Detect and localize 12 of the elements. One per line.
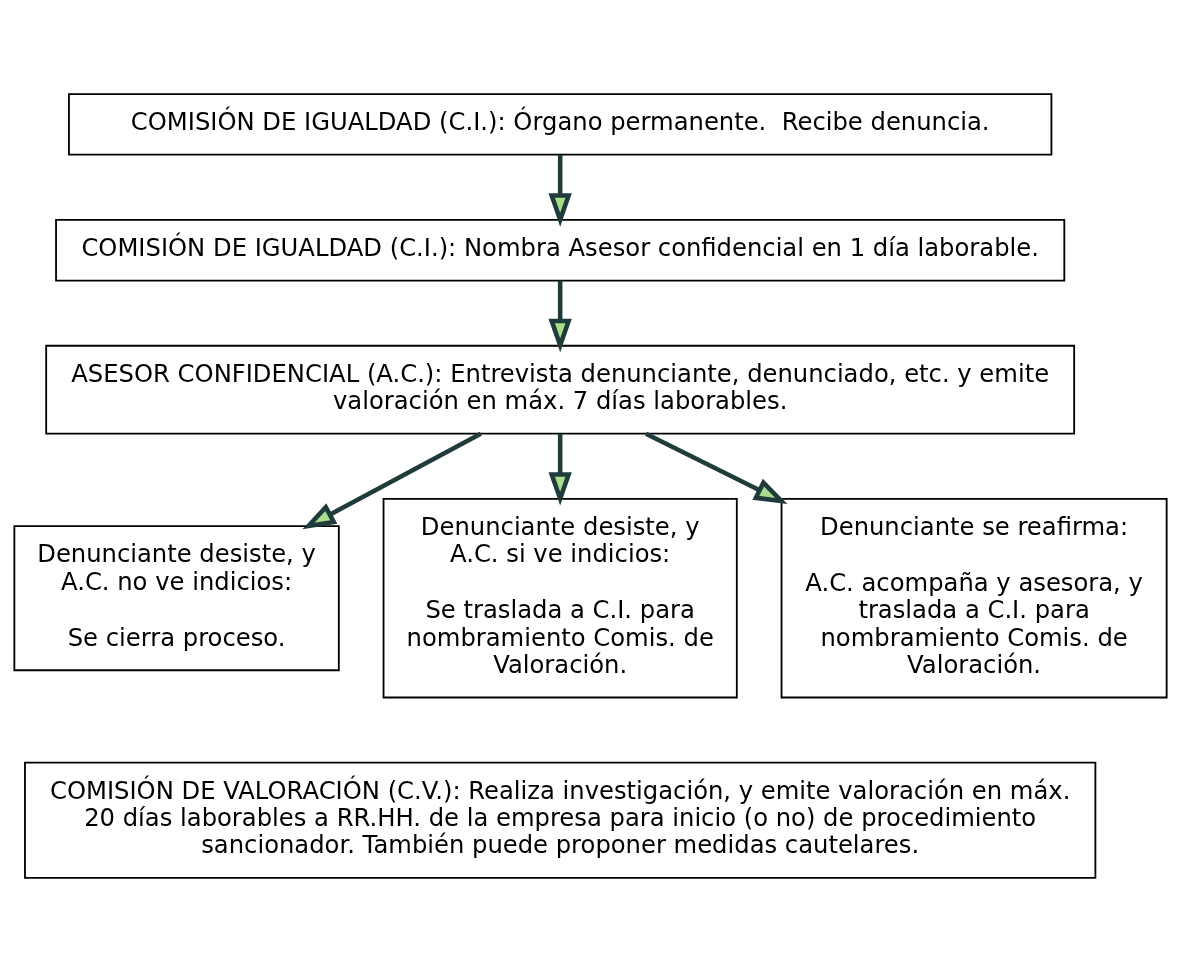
arrow <box>548 155 572 227</box>
node-box: COMISIÓN DE IGUALDAD (C.I.): Órgano permanente. Recibe denuncia. <box>68 93 1053 156</box>
arrow <box>548 433 572 506</box>
node-box: Denunciante desiste, y A.C. no ve indicios: Se cierra proceso. <box>13 525 340 672</box>
arrow <box>302 431 482 530</box>
node-box: Denunciante desiste, y A.C. si ve indicios: Se traslada a C.I. para nombramiento Comis. de Valoración. <box>382 497 738 699</box>
arrow <box>644 431 788 505</box>
arrow <box>548 280 572 353</box>
node-box: ASESOR CONFIDENCIAL (A.C.): Entrevista denunciante, denunciado, etc. y emite valoración en máx. 7 días laborables. <box>45 344 1076 435</box>
node-box: COMISIÓN DE IGUALDAD (C.I.): Nombra Asesor confidencial en 1 día laborable. <box>55 219 1066 282</box>
node-box: COMISIÓN DE VALORACIÓN (C.V.): Realiza investigación, y emite valoración en máx. 20 días laborables a RR.HH. de la empresa para inicio (o no) de procedimiento sancionador. También puede proponer medidas cautelares. <box>24 761 1097 879</box>
node-box: Denunciante se reafirma: A.C. acompaña y asesora, y traslada a C.I. para nombramiento Comis. de Valoración. <box>780 497 1168 699</box>
